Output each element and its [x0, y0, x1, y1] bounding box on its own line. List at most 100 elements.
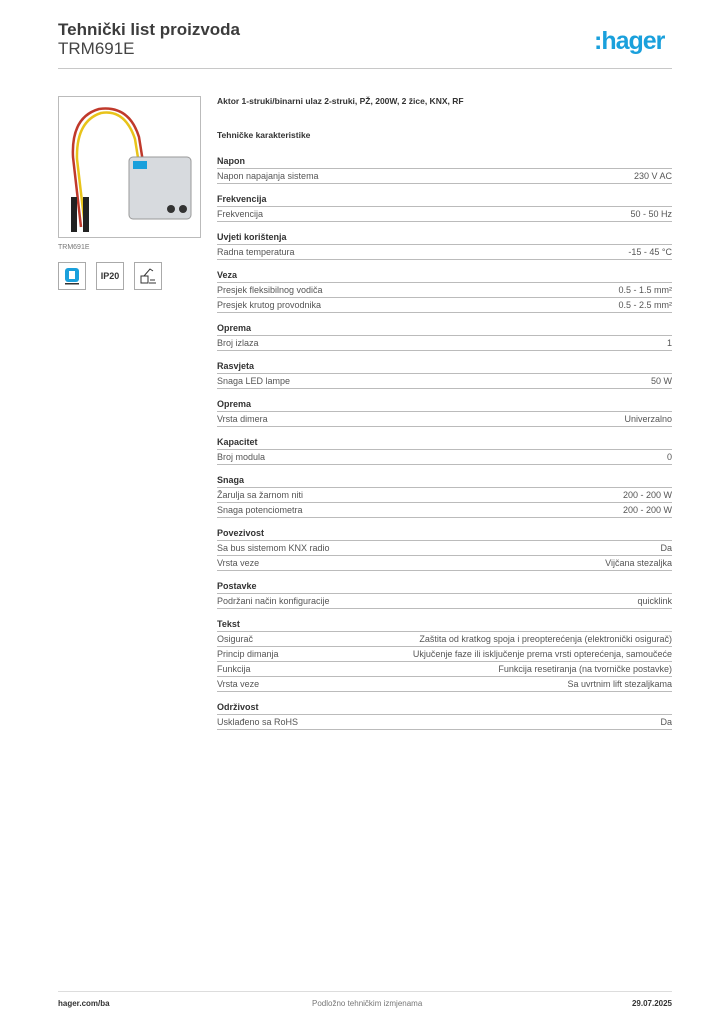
- installation-icon: [134, 262, 162, 290]
- spec-label: Žarulja sa žarnom niti: [217, 490, 304, 500]
- spec-value: Zaštita od kratkog spoja i preopterećenj…: [419, 634, 672, 644]
- hager-logo: :hager: [594, 27, 665, 55]
- spec-value: Ukjučenje faze ili isključenje prema vrs…: [412, 649, 672, 659]
- spec-value: -15 - 45 °C: [628, 247, 672, 257]
- spec-label: Napon napajanja sistema: [217, 171, 319, 181]
- spec-row: Vrsta dimera Univerzalno: [217, 412, 672, 427]
- footer-note: Podložno tehničkim izmjenama: [312, 999, 423, 1008]
- section-title: Frekvencija: [217, 193, 672, 207]
- spec-label: Snaga LED lampe: [217, 376, 291, 386]
- spec-value: 230 V AC: [633, 171, 672, 181]
- spec-value: quicklink: [637, 596, 672, 606]
- spec-label: Sa bus sistemom KNX radio: [217, 543, 330, 553]
- spec-row: Podržani način konfiguracije quicklink: [217, 594, 672, 609]
- section-title: Postavke: [217, 580, 672, 594]
- spec-label: Snaga potenciometra: [217, 505, 303, 515]
- spec-row: Snaga potenciometra 200 - 200 W: [217, 503, 672, 518]
- spec-value: 200 - 200 W: [622, 490, 672, 500]
- spec-label: Presjek krutog provodnika: [217, 300, 322, 310]
- spec-label: Osigurač: [217, 634, 254, 644]
- spec-value: Vijčana stezaljka: [605, 558, 672, 568]
- spec-row: Vrsta veze Vijčana stezaljka: [217, 556, 672, 571]
- spec-value: 50 - 50 Hz: [630, 209, 672, 219]
- spec-row: Radna temperatura -15 - 45 °C: [217, 245, 672, 260]
- spec-value: 0: [666, 452, 672, 462]
- product-image: [58, 96, 201, 238]
- spec-value: 200 - 200 W: [622, 505, 672, 515]
- ip20-badge: IP20: [96, 262, 124, 290]
- spec-heading: Tehničke karakteristike: [217, 130, 311, 140]
- spec-value: 0.5 - 2.5 mm²: [618, 300, 672, 310]
- quicklink-icon: [58, 262, 86, 290]
- spec-label: Funkcija: [217, 664, 251, 674]
- spec-label: Frekvencija: [217, 209, 264, 219]
- spec-value: Univerzalno: [624, 414, 672, 424]
- spec-row: Osigurač Zaštita od kratkog spoja i preop…: [217, 632, 672, 647]
- spec-row: Sa bus sistemom KNX radio Da: [217, 541, 672, 556]
- spec-row: Funkcija Funkcija resetiranja (na tvornič…: [217, 662, 672, 677]
- spec-row: Snaga LED lampe 50 W: [217, 374, 672, 389]
- spec-row: Vrsta veze Sa uvrtnim lift stezaljkama: [217, 677, 672, 692]
- spec-label: Vrsta dimera: [217, 414, 268, 424]
- spec-label: Broj izlaza: [217, 338, 259, 348]
- section-title: Održivost: [217, 701, 672, 715]
- spec-row: Broj izlaza 1: [217, 336, 672, 351]
- spec-label: Usklađeno sa RoHS: [217, 717, 299, 727]
- spec-row: Frekvencija 50 - 50 Hz: [217, 207, 672, 222]
- spec-value: Sa uvrtnim lift stezaljkama: [567, 679, 672, 689]
- product-description: Aktor 1-struki/binarni ulaz 2-struki, PŽ…: [217, 96, 464, 106]
- section-title: Oprema: [217, 322, 672, 336]
- spec-row: Žarulja sa žarnom niti 200 - 200 W: [217, 488, 672, 503]
- spec-label: Vrsta veze: [217, 679, 260, 689]
- section-title: Snaga: [217, 474, 672, 488]
- header-divider: [58, 68, 672, 69]
- section-title: Kapacitet: [217, 436, 672, 450]
- section-title: Napon: [217, 155, 672, 169]
- spec-label: Broj modula: [217, 452, 266, 462]
- spec-label: Radna temperatura: [217, 247, 295, 257]
- product-code: TRM691E: [58, 39, 135, 58]
- spec-label: Podržani način konfiguracije: [217, 596, 330, 606]
- section-title: Povezivost: [217, 527, 672, 541]
- badge-row: IP20: [58, 262, 162, 290]
- spec-row: Presjek krutog provodnika 0.5 - 2.5 mm²: [217, 298, 672, 313]
- spec-row: Broj modula 0: [217, 450, 672, 465]
- spec-value: 1: [666, 338, 672, 348]
- section-title: Tekst: [217, 618, 672, 632]
- document-title: Tehnički list proizvoda: [58, 20, 240, 39]
- spec-row: Princip dimanja Ukjučenje faze ili isklju…: [217, 647, 672, 662]
- section-title: Uvjeti korištenja: [217, 231, 672, 245]
- section-title: Veza: [217, 269, 672, 283]
- spec-row: Napon napajanja sistema 230 V AC: [217, 169, 672, 184]
- spec-label: Princip dimanja: [217, 649, 279, 659]
- spec-label: Vrsta veze: [217, 558, 260, 568]
- footer-date: 29.07.2025: [631, 999, 672, 1008]
- footer-divider: [58, 991, 672, 992]
- spec-value: 50 W: [650, 376, 672, 386]
- spec-value: 0.5 - 1.5 mm²: [618, 285, 672, 295]
- spec-row: Presjek fleksibilnog vodiča 0.5 - 1.5 mm²: [217, 283, 672, 298]
- spec-label: Presjek fleksibilnog vodiča: [217, 285, 323, 295]
- spec-value: Da: [660, 543, 672, 553]
- spec-value: Da: [660, 717, 672, 727]
- section-title: Rasvjeta: [217, 360, 672, 374]
- product-image-label: TRM691E: [58, 244, 90, 251]
- spec-value: Funkcija resetiranja (na tvorničke posta…: [498, 664, 672, 674]
- spec-row: Usklađeno sa RoHS Da: [217, 715, 672, 730]
- footer-website[interactable]: hager.com/ba: [58, 999, 110, 1008]
- section-title: Oprema: [217, 398, 672, 412]
